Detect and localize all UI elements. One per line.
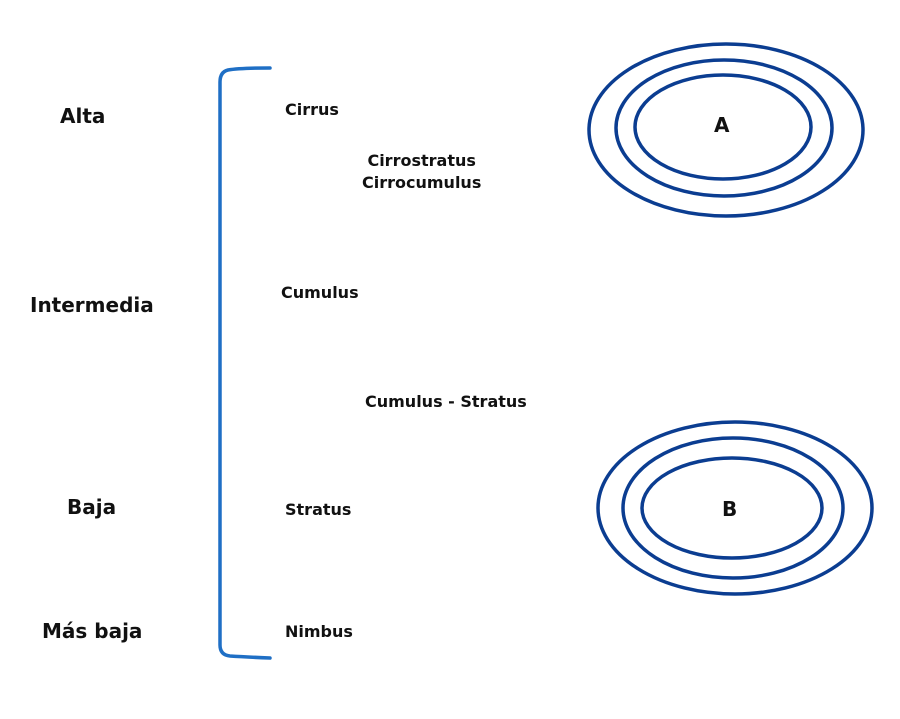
- level-baja: Baja: [67, 495, 117, 519]
- level-alta: Alta: [60, 104, 106, 128]
- level-intermedia: Intermedia: [30, 293, 154, 317]
- system-a-label: A: [714, 113, 730, 137]
- level-mas-baja: Más baja: [42, 619, 143, 643]
- cloud-cirrostratus: Cirrostratus: [367, 151, 476, 170]
- level-bracket: [218, 66, 272, 660]
- cloud-cirrocumulus: Cirrocumulus: [362, 173, 482, 192]
- cloud-cumulus-stratus: Cumulus - Stratus: [365, 392, 527, 411]
- system-b-rings: [596, 420, 874, 596]
- system-a-rings: [587, 42, 865, 218]
- system-b-label: B: [722, 497, 738, 521]
- cloud-cirro-group: Cirrostratus Cirrocumulus: [362, 150, 481, 194]
- cloud-cumulus: Cumulus: [281, 283, 359, 302]
- cloud-cirrus: Cirrus: [285, 100, 339, 119]
- cloud-nimbus: Nimbus: [285, 622, 353, 641]
- cloud-stratus: Stratus: [285, 500, 352, 519]
